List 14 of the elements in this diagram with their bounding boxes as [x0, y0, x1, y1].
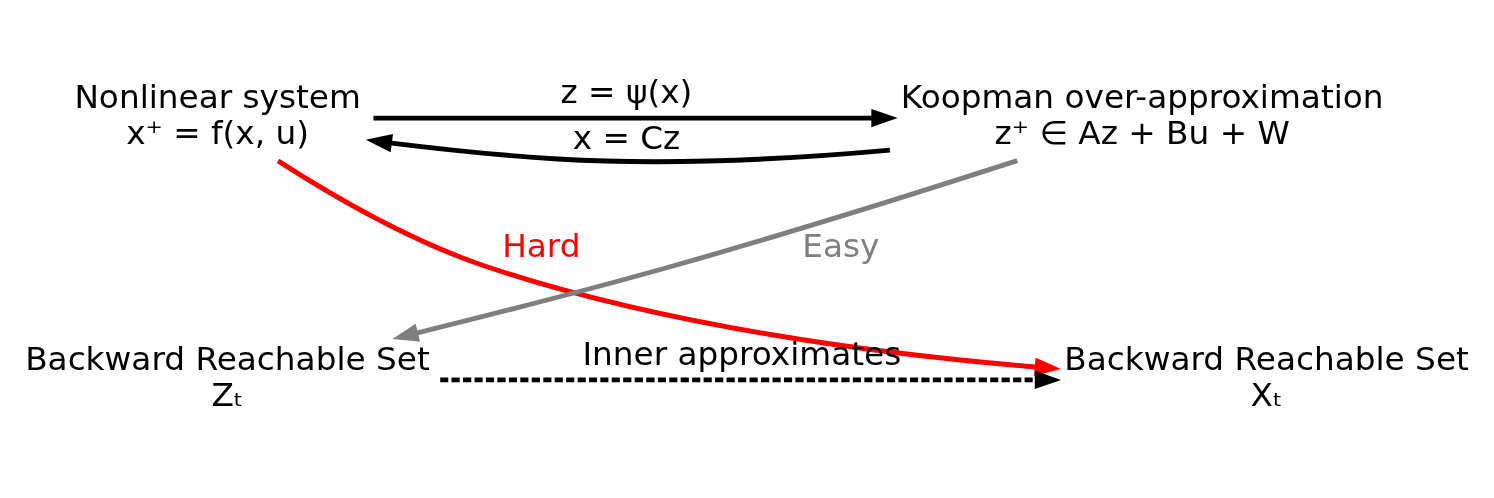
edge-label: Inner approximates [582, 335, 902, 374]
edge-label: Hard [502, 227, 581, 266]
node-text: Backward Reachable Set Zₜ [25, 340, 430, 415]
arrow [373, 108, 898, 128]
edge-label: x = Cz [572, 119, 681, 158]
node-text: Koopman over-approximation z⁺ ∈ Az + Bu + W [900, 78, 1384, 153]
arrow [276, 158, 1061, 377]
node-text: Nonlinear system x⁺ = f(x, u) [74, 78, 361, 153]
arrow [365, 134, 891, 165]
arrow [392, 158, 1019, 342]
node-text: Backward Reachable Set Xₜ [1064, 340, 1469, 415]
edge-label: Easy [802, 227, 880, 266]
arrow [440, 370, 1062, 390]
edge-label: z = ψ(x) [560, 73, 693, 112]
